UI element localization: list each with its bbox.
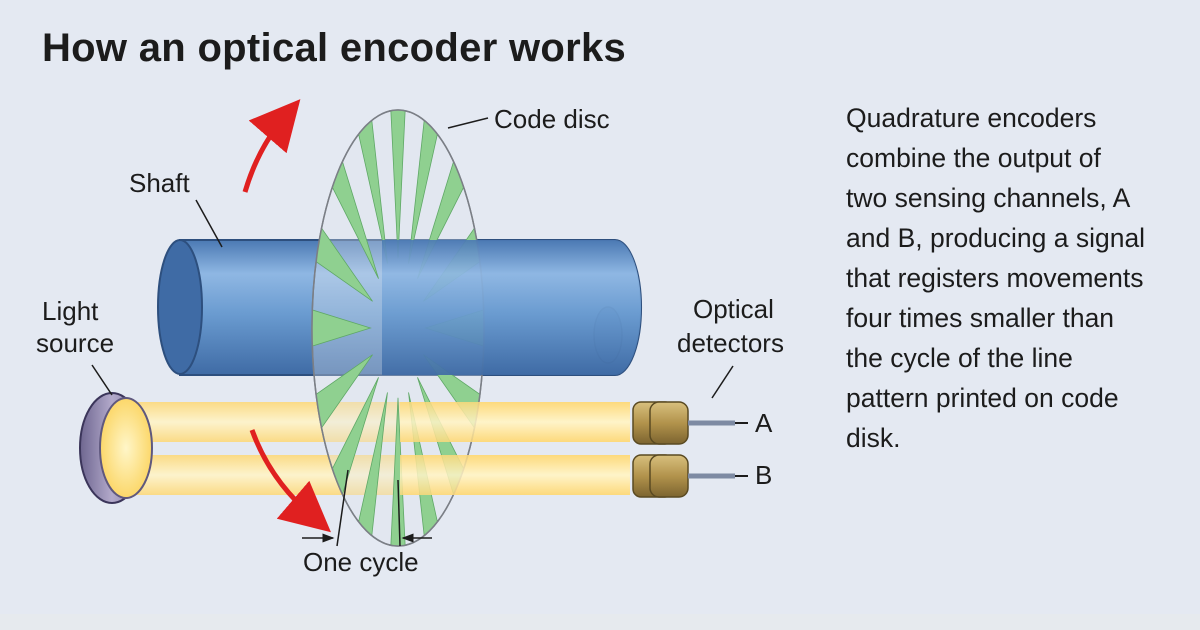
encoder-description: Quadrature encoders combine the output o… (846, 103, 1146, 453)
light-source (79, 392, 153, 504)
label-channel-a: A (755, 408, 773, 438)
rotation-arrow-down-icon (249, 429, 331, 533)
label-shaft: Shaft (129, 168, 190, 198)
label-light-source-line1: Light (42, 296, 99, 326)
optical-detector-a (632, 401, 748, 445)
shaft-left-end (157, 239, 203, 375)
rotation-arrow-up-icon (242, 99, 301, 193)
code-disc-slot (312, 308, 372, 348)
bottom-strip (0, 614, 1200, 630)
code-disc-slot (389, 110, 407, 259)
optical-detector-b (632, 454, 748, 498)
label-channel-b: B (755, 460, 772, 490)
label-code-disc: Code disc (494, 104, 610, 134)
label-optical-detectors-line2: detectors (677, 328, 784, 358)
label-light-source-line2: source (36, 328, 114, 358)
diagram-title: How an optical encoder works (42, 26, 627, 70)
leader-lines (91, 117, 734, 547)
label-optical-detectors-line1: Optical (693, 294, 774, 324)
label-one-cycle: One cycle (303, 547, 419, 577)
